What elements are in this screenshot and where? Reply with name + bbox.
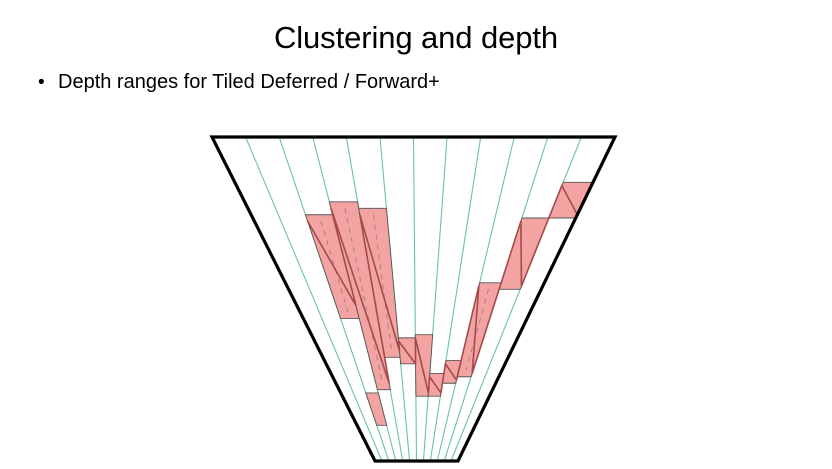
frustum-svg-canvas — [209, 135, 618, 463]
frustum-outline — [209, 135, 618, 463]
tile-divider-group — [245, 137, 582, 461]
dashed-depth-guide — [465, 289, 490, 371]
frustum-diagram — [190, 125, 640, 469]
tile-divider-line — [422, 137, 448, 461]
tile-divider-line — [429, 137, 482, 461]
dashed-guide-group — [320, 208, 490, 384]
bullet-item-label: Depth ranges for Tiled Deferred / Forwar… — [58, 71, 440, 93]
bullet-marker-icon: • — [38, 72, 45, 93]
depth-slab-group — [304, 181, 594, 426]
bullet-list-item: • Depth ranges for Tiled Deferred / Forw… — [38, 69, 440, 96]
depth-slab-tile-9 — [456, 282, 502, 378]
dashed-depth-guide — [372, 214, 392, 351]
depth-profile-path — [306, 184, 579, 394]
page-title: Clustering and depth — [273, 20, 559, 55]
depth-path-group — [306, 184, 579, 394]
tile-divider-line — [412, 137, 418, 461]
depth-slab-extra — [365, 392, 388, 426]
frustum-outline-group — [209, 135, 618, 463]
tile-divider-line — [245, 137, 383, 461]
